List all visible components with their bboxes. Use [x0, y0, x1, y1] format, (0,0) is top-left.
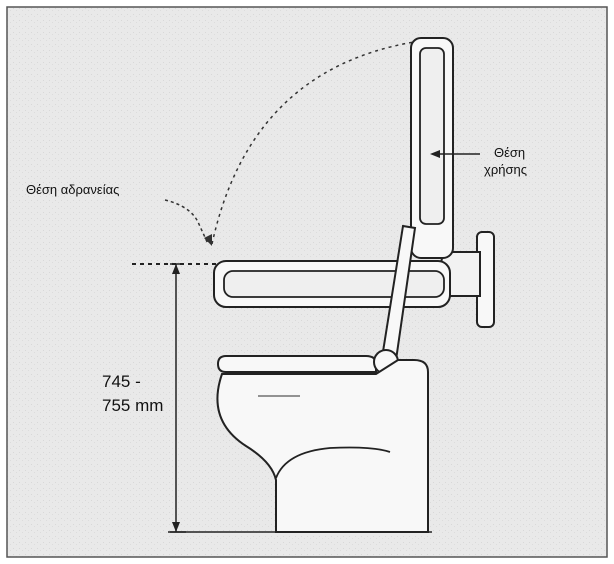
use-position-label-line2: χρήσης — [484, 162, 527, 177]
height-label-line2: 755 mm — [102, 396, 164, 415]
rest-position-label: Θέση αδρανείας — [26, 182, 120, 197]
height-label-line1: 745 - — [102, 372, 141, 391]
height-dimension-label: 745 - 755 mm — [102, 370, 163, 418]
use-position-label: Θέση χρήσης — [484, 144, 527, 178]
rest-label-pointer — [164, 199, 209, 245]
toilet-body — [216, 359, 429, 533]
use-position-label-line1: Θέση — [494, 145, 526, 160]
toilet-seat — [216, 355, 377, 373]
rotation-arc — [211, 41, 415, 245]
